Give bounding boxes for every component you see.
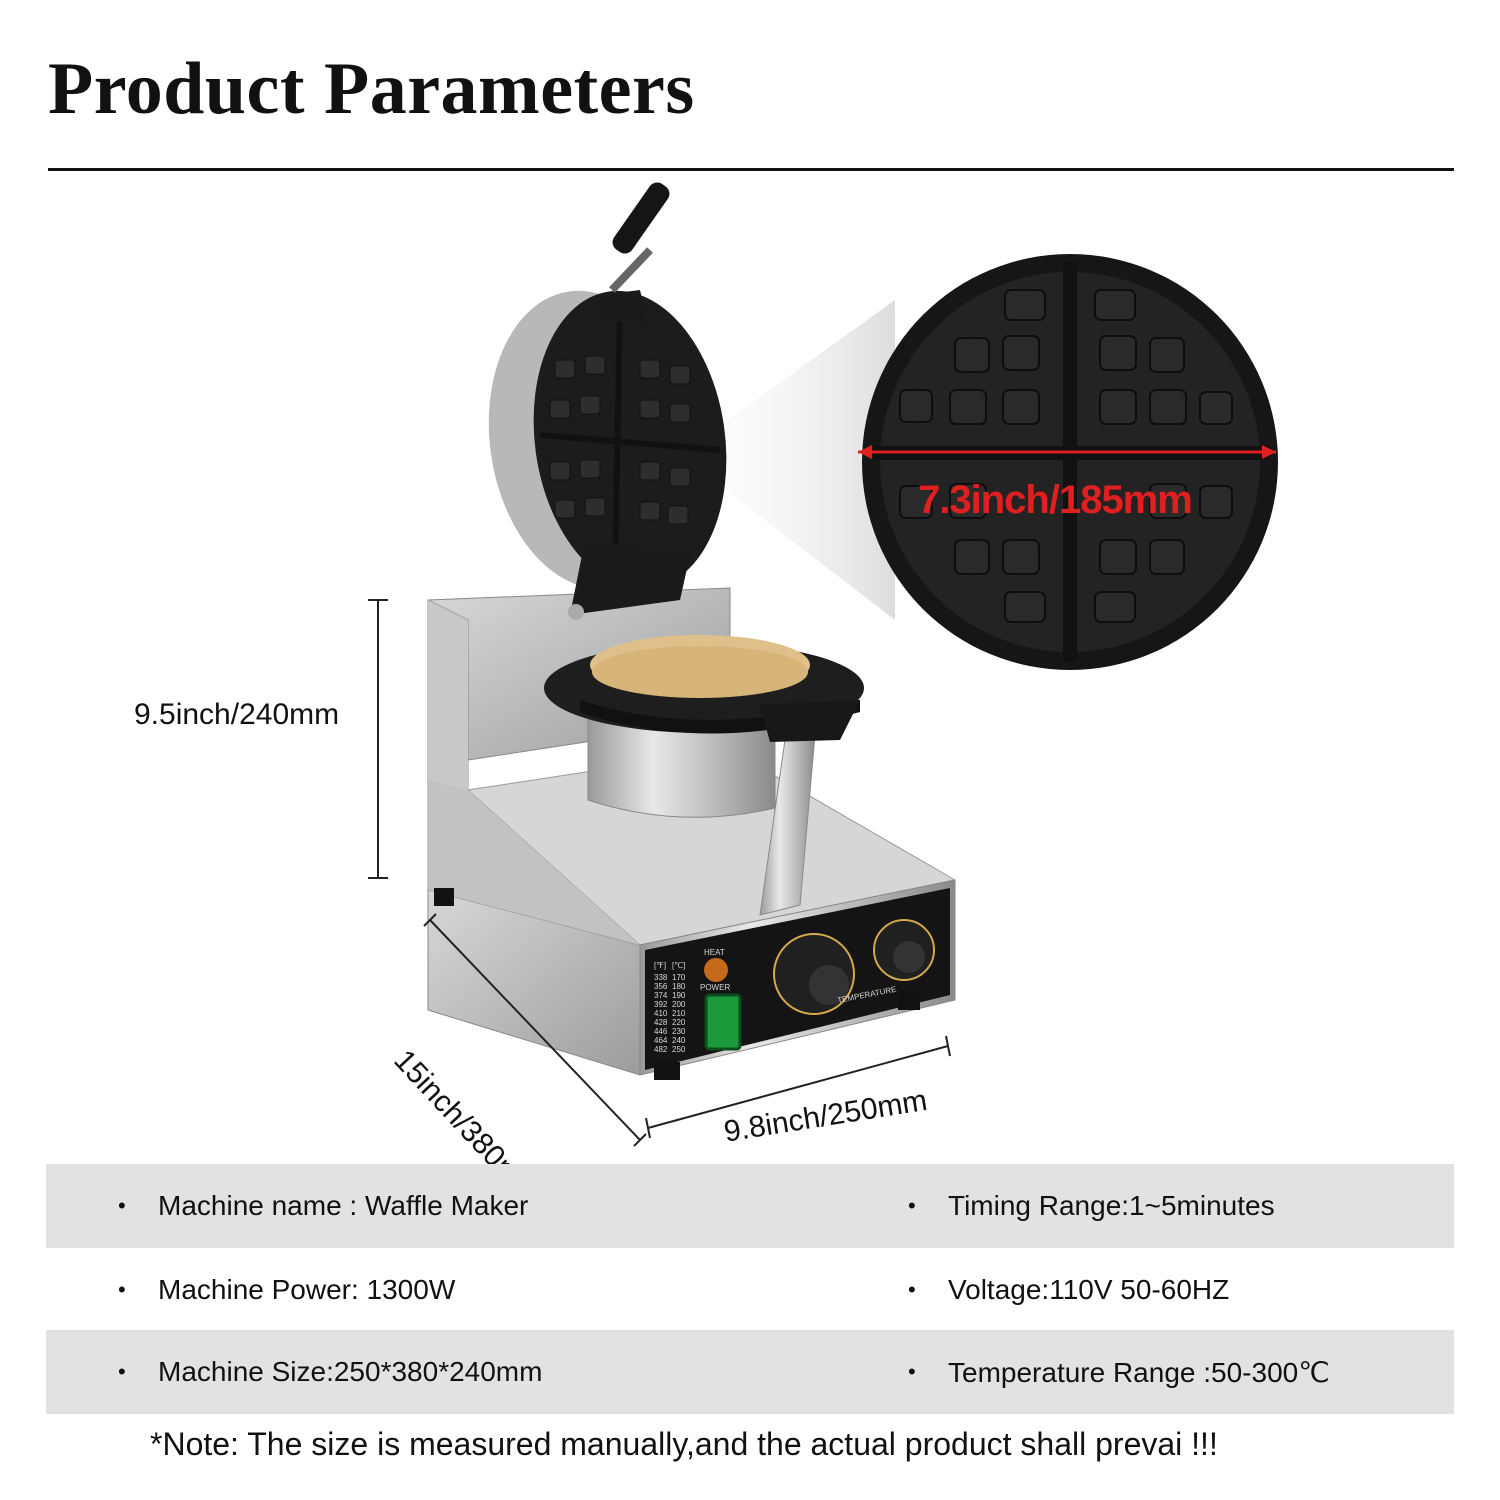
spec-voltage: Voltage:110V 50-60HZ	[948, 1274, 1230, 1305]
heat-indicator	[704, 958, 728, 982]
spec-timing-range: Timing Range:1~5minutes	[948, 1190, 1275, 1221]
temp-table-c-value: 200	[672, 1000, 686, 1009]
spec-machine-power: Machine Power: 1300W	[158, 1274, 456, 1305]
temp-table-f-value: 410	[654, 1009, 668, 1018]
temp-table-c-value: 210	[672, 1009, 686, 1018]
heat-label: HEAT	[704, 948, 725, 957]
spec-machine-name: Machine name : Waffle Maker	[158, 1190, 529, 1221]
spec-item: •Machine name : Waffle Maker	[118, 1190, 529, 1221]
temp-table-c-value: 220	[672, 1018, 686, 1027]
spec-machine-size: Machine Size:250*380*240mm	[158, 1356, 543, 1387]
temp-table-c-value: 240	[672, 1036, 686, 1045]
plate-zoom-detail	[858, 254, 1278, 670]
temp-table-f-value: 482	[654, 1045, 668, 1054]
spec-row: •Machine Size:250*380*240mm •Temperature…	[46, 1330, 1454, 1414]
spec-item: •Voltage:110V 50-60HZ	[908, 1274, 1230, 1305]
spec-row: •Machine Power: 1300W •Voltage:110V 50-6…	[46, 1248, 1454, 1332]
power-switch	[704, 993, 742, 1051]
temp-table-f-value: 464	[654, 1036, 668, 1045]
plate-diameter-label: 7.3inch/185mm	[918, 478, 1193, 522]
waffle-bowl	[544, 635, 864, 818]
temp-table-c-value: 190	[672, 991, 686, 1000]
spec-item: •Timing Range:1~5minutes	[908, 1190, 1275, 1221]
temp-table-f-value: 446	[654, 1027, 668, 1036]
spec-temperature-range: Temperature Range :50-300℃	[948, 1356, 1330, 1388]
spec-item: •Machine Power: 1300W	[118, 1274, 456, 1305]
temp-table-f-value: 392	[654, 1000, 668, 1009]
waffle-lid	[488, 182, 727, 620]
temp-table-c-value: 170	[672, 973, 686, 982]
spec-row: •Machine name : Waffle Maker •Timing Ran…	[46, 1164, 1454, 1248]
temp-table-f-value: 374	[654, 991, 668, 1000]
temp-table-f-value: 338	[654, 973, 668, 982]
temp-table-c-value: 230	[672, 1027, 686, 1036]
temp-table-c-value: 250	[672, 1045, 686, 1054]
height-dimension-label: 9.5inch/240mm	[134, 698, 340, 731]
size-note: *Note: The size is measured manually,and…	[150, 1426, 1218, 1462]
temp-table-f-value: 356	[654, 982, 668, 991]
power-label: POWER	[700, 983, 730, 992]
zoom-cone	[700, 300, 895, 620]
temp-table-header-c: [℃]	[672, 961, 685, 970]
page-title: Product Parameters	[48, 48, 695, 130]
product-illustration: HEATPOWERTEMPERATURE[℉][℃]33835637439241…	[368, 182, 1278, 1147]
spec-item: •Machine Size:250*380*240mm	[118, 1356, 543, 1387]
temp-table-c-value: 180	[672, 982, 686, 991]
temp-table-header-f: [℉]	[654, 961, 666, 970]
dimension-lines	[368, 599, 951, 1147]
spec-item: •Temperature Range :50-300℃	[908, 1356, 1330, 1388]
lid-handle	[612, 182, 670, 254]
title-divider	[48, 168, 1454, 171]
temp-table-f-value: 428	[654, 1018, 668, 1027]
